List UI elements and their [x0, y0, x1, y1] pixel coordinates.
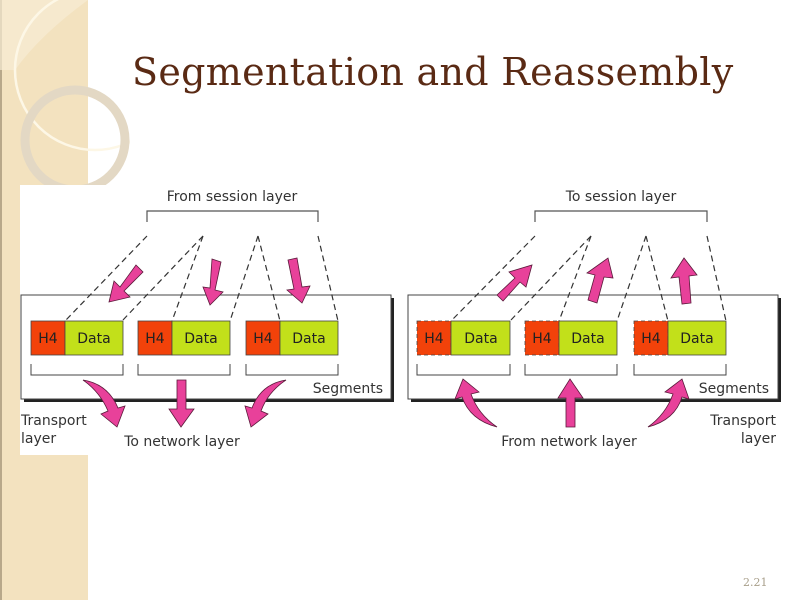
segment-bracket — [633, 364, 727, 376]
h4-label: H4 — [424, 331, 444, 347]
from-network-layer-label: From network layer — [501, 434, 637, 450]
data-label: Data — [464, 331, 497, 347]
h4-label: H4 — [641, 331, 661, 347]
transport-layer-label-line2: layer — [741, 431, 776, 447]
arrow-up — [586, 257, 614, 304]
data-cell — [667, 320, 727, 356]
segmentation-panel: From session layer H4 Data — [20, 189, 394, 450]
arrow-up-right — [496, 264, 533, 302]
slide-title: Segmentation and Reassembly — [132, 50, 734, 94]
page-number: 2.21 — [743, 576, 768, 589]
reassembly-panel: To session layer H4 Data H4 — [407, 189, 781, 450]
data-cell — [171, 320, 231, 356]
transport-layer-label-line1: Transport — [20, 413, 87, 429]
segmentation-dashed-lines — [64, 235, 339, 322]
data-label: Data — [680, 331, 713, 347]
arrow-down — [168, 379, 195, 428]
arrow-curve-down — [244, 379, 287, 428]
side-strip-edge — [0, 0, 2, 600]
segment-bracket — [137, 364, 231, 376]
h4-header-cell — [524, 320, 560, 356]
data-cell — [279, 320, 339, 356]
segment-1: H4 Data — [416, 320, 511, 376]
h4-label: H4 — [253, 331, 273, 347]
data-label: Data — [571, 331, 604, 347]
segment-3: H4 Data — [633, 320, 727, 376]
segmentation-arrows-in — [108, 257, 311, 306]
arrow-curve-down — [82, 379, 126, 428]
data-cell — [558, 320, 618, 356]
reassembly-arrows-up — [496, 257, 698, 305]
arrow-down — [202, 258, 224, 306]
session-bracket — [146, 210, 319, 222]
segment-bracket — [245, 364, 339, 376]
transport-layer-label-line1: Transport — [709, 413, 776, 429]
arrow-up — [557, 378, 584, 428]
segment-bracket — [30, 364, 124, 376]
h4-header-cell — [416, 320, 452, 356]
segmentation-arrows-out — [82, 379, 287, 428]
h4-label: H4 — [145, 331, 165, 347]
reassembly-arrows-in — [454, 378, 690, 428]
segments-label: Segments — [313, 381, 383, 397]
h4-label: H4 — [532, 331, 552, 347]
h4-header-cell — [30, 320, 66, 356]
arrow-curve-up — [454, 378, 498, 428]
data-label: Data — [77, 331, 110, 347]
data-label: Data — [292, 331, 325, 347]
h4-header-cell — [245, 320, 281, 356]
to-session-layer-label: To session layer — [565, 189, 677, 205]
segments-label: Segments — [699, 381, 769, 397]
to-network-layer-label: To network layer — [123, 434, 240, 450]
h4-label: H4 — [38, 331, 58, 347]
data-cell — [64, 320, 124, 356]
arrow-curve-up — [647, 378, 690, 428]
h4-header-cell — [633, 320, 669, 356]
from-session-layer-label: From session layer — [167, 189, 298, 205]
data-cell — [450, 320, 511, 356]
arrow-up — [670, 257, 698, 305]
deco-circle-large — [13, 0, 130, 152]
arrow-down — [286, 257, 311, 304]
segment-1: H4 Data — [30, 320, 124, 376]
segment-bracket — [524, 364, 618, 376]
arrow-down-left — [108, 264, 144, 303]
segment-3: H4 Data — [245, 320, 339, 376]
data-label: Data — [184, 331, 217, 347]
segment-bracket — [416, 364, 511, 376]
reassembly-dashed-lines — [450, 235, 727, 322]
session-bracket — [534, 210, 708, 222]
segment-2: H4 Data — [137, 320, 231, 376]
transport-layer-label-line2: layer — [21, 431, 56, 447]
segment-2: H4 Data — [524, 320, 618, 376]
